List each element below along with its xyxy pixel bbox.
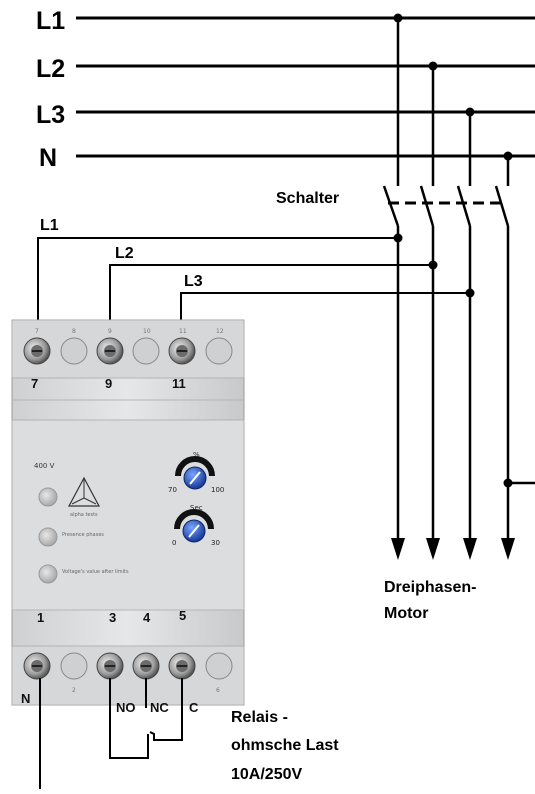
terminal-label-3: 3 <box>109 610 116 625</box>
led-label: Voltage's value after limits <box>62 569 129 575</box>
screw-terminal-11 <box>168 337 196 365</box>
wire-label-l1: L1 <box>40 217 59 234</box>
bus-label-n: N <box>39 144 57 172</box>
terminal-label-7: 7 <box>31 376 38 391</box>
terminal-label-5: 5 <box>179 608 186 623</box>
load-label-line1: Relais - <box>231 709 288 726</box>
terminal-label-11: 11 <box>172 376 186 391</box>
bus-label-l1: L1 <box>36 7 65 35</box>
feeder-junctions <box>393 233 513 488</box>
screw-terminal-1 <box>23 652 51 680</box>
terminal-number: 10 <box>143 328 151 335</box>
voltage-label: 400 V <box>34 462 55 470</box>
load-label-line2: ohmsche Last <box>231 737 339 754</box>
switch-blade <box>419 185 435 227</box>
blank-terminal <box>60 337 88 365</box>
bottom-terminal-numbers: 2 6 <box>72 687 220 694</box>
dial-percent-min: 70 <box>168 486 177 494</box>
delay-time-dial[interactable] <box>174 509 214 543</box>
contact-label-nc: NC <box>150 700 169 715</box>
junction-dot <box>428 61 438 71</box>
screw-terminal-5 <box>168 652 196 680</box>
led-indicator <box>38 487 58 507</box>
arrow-down-icon <box>463 538 477 560</box>
terminal-number: 11 <box>179 328 187 335</box>
arrow-down-icon <box>391 538 405 560</box>
junction-dot <box>503 151 513 161</box>
terminal-number: 7 <box>35 328 39 335</box>
motor-label-line2: Motor <box>384 605 428 622</box>
terminal-number: 6 <box>216 687 220 694</box>
blank-terminal <box>205 337 233 365</box>
terminal-number: 12 <box>216 328 224 335</box>
screw-terminal-3 <box>96 652 124 680</box>
bus-label-l2: L2 <box>36 55 65 83</box>
dial-percent-max: 100 <box>211 486 224 494</box>
terminal-number: 9 <box>108 328 112 335</box>
led-indicator <box>38 564 58 584</box>
arrow-down-icon <box>426 538 440 560</box>
supply-drops <box>396 18 510 186</box>
led-indicator <box>38 527 58 547</box>
terminal-label-4: 4 <box>143 610 151 625</box>
wire-label-l2: L2 <box>115 245 134 262</box>
arrow-down-icon <box>501 538 515 560</box>
dial-percent-unit: % <box>193 451 200 459</box>
bottom-terminals <box>23 652 233 680</box>
blank-terminal <box>132 337 160 365</box>
junction-dot <box>393 13 403 23</box>
led-label: Presence phases <box>62 532 104 538</box>
screw-terminal-7 <box>23 337 51 365</box>
switch-blade <box>494 185 510 227</box>
dial-delay-unit: Sec <box>190 504 203 512</box>
relay-module: 7 8 9 10 11 12 7 9 11 <box>11 319 245 706</box>
phase-triangle-icon <box>67 476 101 507</box>
wire-label-l3: L3 <box>184 273 203 290</box>
blank-terminal <box>205 652 233 680</box>
load-label-line3: 10A/250V <box>231 766 302 783</box>
bus-label-l3: L3 <box>36 101 65 129</box>
top-terminal-numbers: 7 8 9 10 11 12 <box>35 328 224 335</box>
motor-arrows <box>391 538 515 560</box>
brand-mark: alpha tests <box>70 512 98 518</box>
motor-feeders <box>396 226 535 540</box>
neutral-label: N <box>21 691 30 706</box>
junction-dot <box>465 107 475 117</box>
terminal-label-9: 9 <box>105 376 112 391</box>
motor-label-line1: Dreiphasen- <box>384 579 476 596</box>
switch <box>382 185 510 227</box>
terminal-label-1: 1 <box>37 610 44 625</box>
bus-junctions <box>393 13 513 161</box>
switch-blade <box>456 185 472 227</box>
screw-terminal-4 <box>132 652 160 680</box>
terminal-number: 8 <box>72 328 76 335</box>
screw-terminal-9 <box>96 337 124 365</box>
switch-label: Schalter <box>276 190 339 207</box>
terminal-number: 2 <box>72 687 76 694</box>
contact-wires <box>39 678 183 789</box>
blank-terminal <box>60 652 88 680</box>
switch-blade <box>382 185 400 227</box>
contact-label-no: NO <box>116 700 136 715</box>
contact-label-c: C <box>189 700 199 715</box>
bus-lines: L1 L2 L3 N <box>36 7 535 172</box>
dial-delay-max: 30 <box>211 539 220 547</box>
top-terminals <box>23 337 233 365</box>
percent-threshold-dial[interactable] <box>175 456 215 490</box>
dial-delay-min: 0 <box>172 539 176 547</box>
